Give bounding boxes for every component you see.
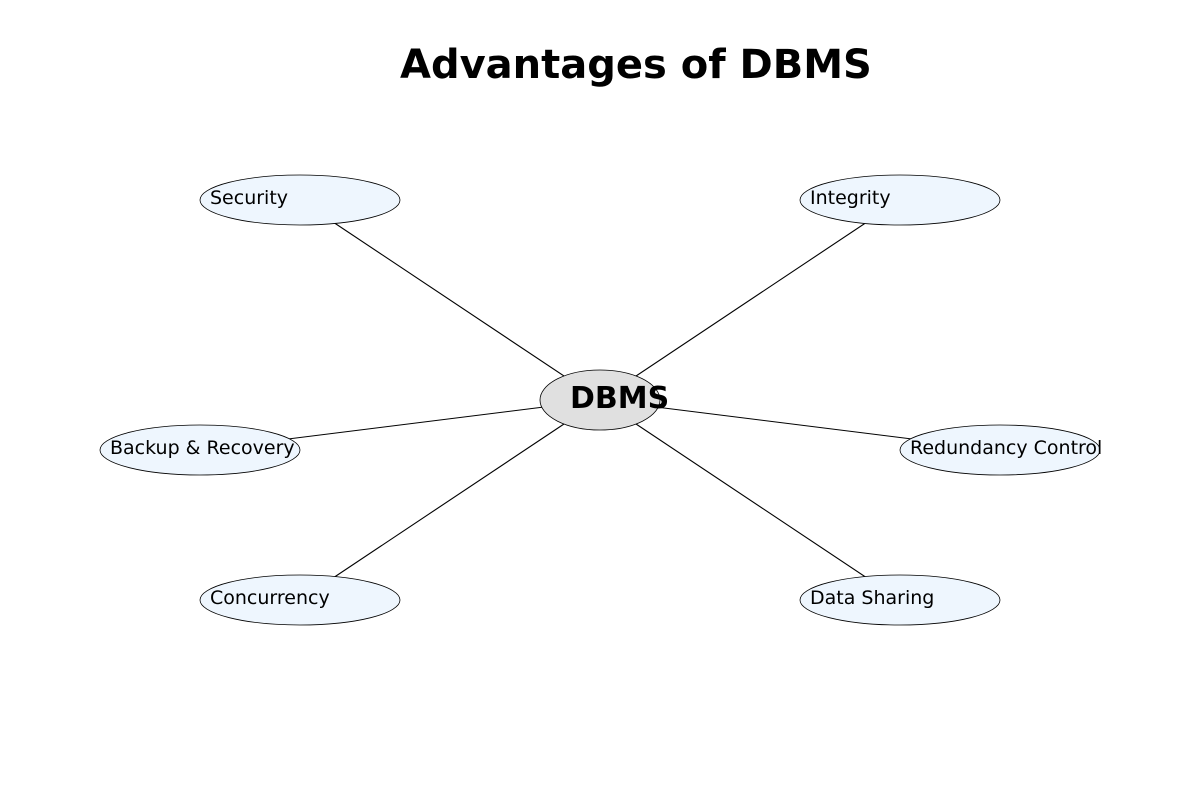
edge-to-security bbox=[299, 199, 601, 401]
edge-to-data-sharing bbox=[599, 399, 901, 601]
node-integrity-label: Integrity bbox=[810, 187, 891, 209]
node-data-sharing-label: Data Sharing bbox=[810, 587, 934, 609]
node-integrity: Integrity bbox=[799, 174, 1001, 226]
node-integrity-shape bbox=[799, 174, 1001, 226]
edges-layer bbox=[199, 199, 1001, 601]
node-backup-recovery: Backup & Recovery bbox=[99, 424, 301, 476]
node-redundancy-control: Redundancy Control bbox=[899, 424, 1102, 476]
node-security-label: Security bbox=[210, 187, 288, 209]
node-concurrency-label: Concurrency bbox=[210, 587, 330, 609]
center-node-shape bbox=[539, 369, 661, 431]
diagram-title: Advantages of DBMS bbox=[400, 42, 872, 88]
node-security: Security bbox=[199, 174, 401, 226]
edge-to-concurrency bbox=[299, 399, 601, 601]
node-redundancy-control-label: Redundancy Control bbox=[910, 437, 1102, 459]
node-data-sharing-shape bbox=[799, 574, 1001, 626]
node-backup-recovery-label: Backup & Recovery bbox=[110, 437, 295, 459]
node-concurrency: Concurrency bbox=[199, 574, 401, 626]
node-concurrency-shape bbox=[199, 574, 401, 626]
node-redundancy-control-shape bbox=[899, 424, 1101, 476]
center-node-label: DBMS bbox=[570, 381, 669, 416]
node-backup-recovery-shape bbox=[99, 424, 301, 476]
edge-to-integrity bbox=[599, 199, 901, 401]
center-node: DBMS bbox=[539, 369, 669, 431]
node-data-sharing: Data Sharing bbox=[799, 574, 1001, 626]
node-security-shape bbox=[199, 174, 401, 226]
